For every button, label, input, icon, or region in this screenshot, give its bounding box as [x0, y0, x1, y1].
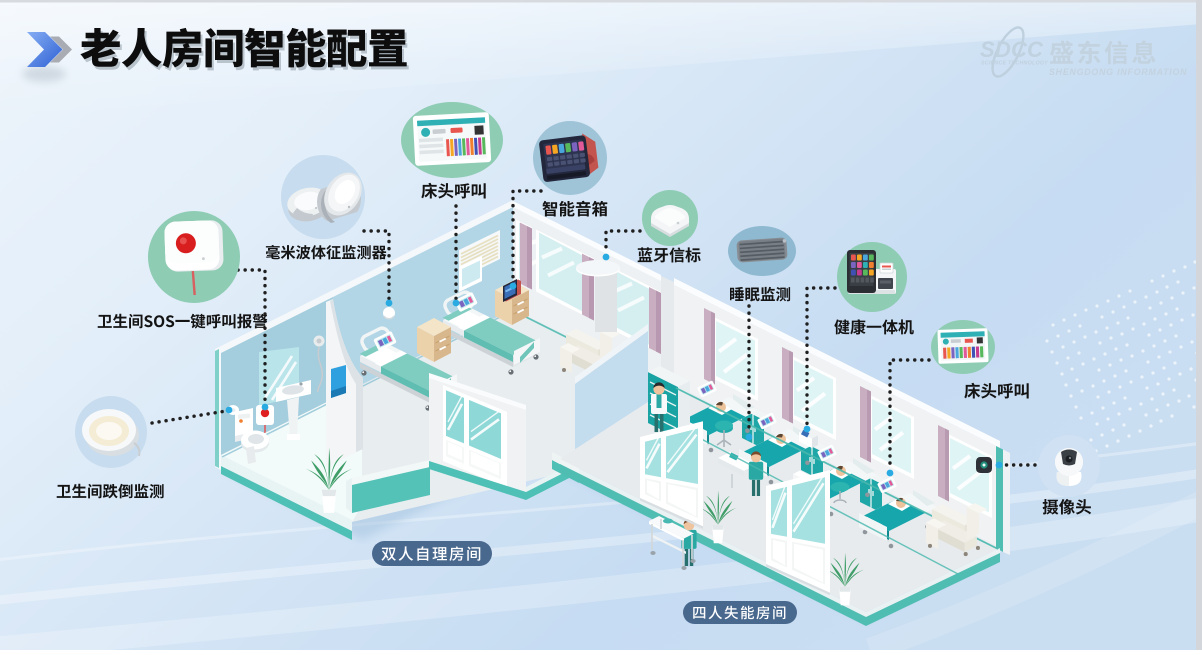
svg-text:SDCC: SDCC [980, 37, 1044, 62]
svg-text:SCIENCE TECHNOLOGY: SCIENCE TECHNOLOGY [981, 61, 1048, 67]
svg-text:SHENGDONG INFORMATION: SHENGDONG INFORMATION [1049, 67, 1187, 77]
